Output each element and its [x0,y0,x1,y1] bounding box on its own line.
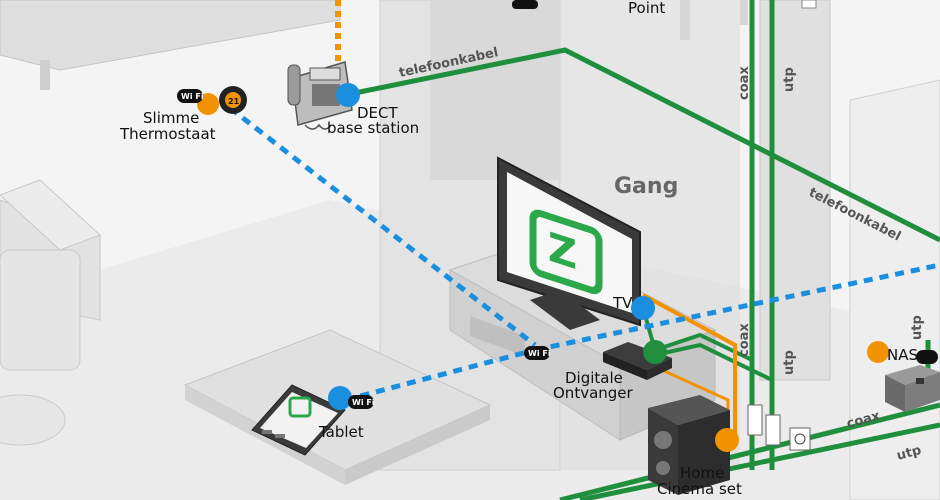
thermostat-logo: 21 [228,97,240,106]
svg-text:Wi Fi: Wi Fi [352,398,375,407]
tablet-dot [328,386,352,410]
receiver-label-2: Ontvanger [553,384,634,402]
nas-icon [885,365,940,412]
thermostat-label-2: Thermostaat [119,125,216,143]
hdmi-tv [642,293,737,440]
tablet-icon [251,384,346,456]
tv-dot [631,296,655,320]
cable-label-coax-mid: coax [737,323,752,357]
receiver-label-1: Digitale [565,369,623,387]
svg-text:Wi Fi: Wi Fi [181,92,204,101]
tablet-label: Tablet [318,423,364,441]
tv-label: TV [612,294,633,312]
cable-label-utp-top: utp [782,67,797,92]
thermostat-label-1: Slimme [143,109,199,127]
wifi-badge-access-point [512,0,538,9]
speaker-icon [648,395,730,495]
wifi-badge-nas [916,350,938,364]
wifi-badge-center: Wi Fi [524,346,551,360]
svg-text:Z: Z [548,223,577,279]
wall-sockets [747,404,811,451]
cable-label-utp-bottom: utp [895,443,923,464]
thermostat-icon: 21 [219,86,247,114]
phone-cable [344,47,940,243]
tv-icon: Z [497,156,641,330]
bottom-cable-1 [559,402,940,500]
wifi-links [228,106,940,403]
bottom-cable-2 [579,422,940,500]
room-label-hallway: Gang [614,174,678,199]
home-cinema-label-2: Cinema set [657,480,742,498]
home-cinema-label-1: Home [680,464,724,482]
dect-label-1: DECT [357,104,399,122]
nas-dot [867,341,889,363]
wifi-badge-thermostat: Wi Fi [177,89,204,103]
svg-text:Wi Fi: Wi Fi [528,349,551,358]
receiver-dot [643,340,667,364]
cable-label-utp-mid: utp [782,350,797,375]
dect-dot [336,83,360,107]
cable-label-utp-nas: utp [910,315,925,340]
desk-phone-icon [287,61,353,130]
wifi-badge-tablet: Wi Fi [348,395,375,409]
home-cinema-dot [715,428,739,452]
access-point-label: Point [628,0,665,17]
dect-label-2: base station [327,119,419,137]
cable-label-coax-top: coax [737,66,752,100]
receiver-utp [654,342,773,382]
nas-label: NAS [887,346,918,364]
